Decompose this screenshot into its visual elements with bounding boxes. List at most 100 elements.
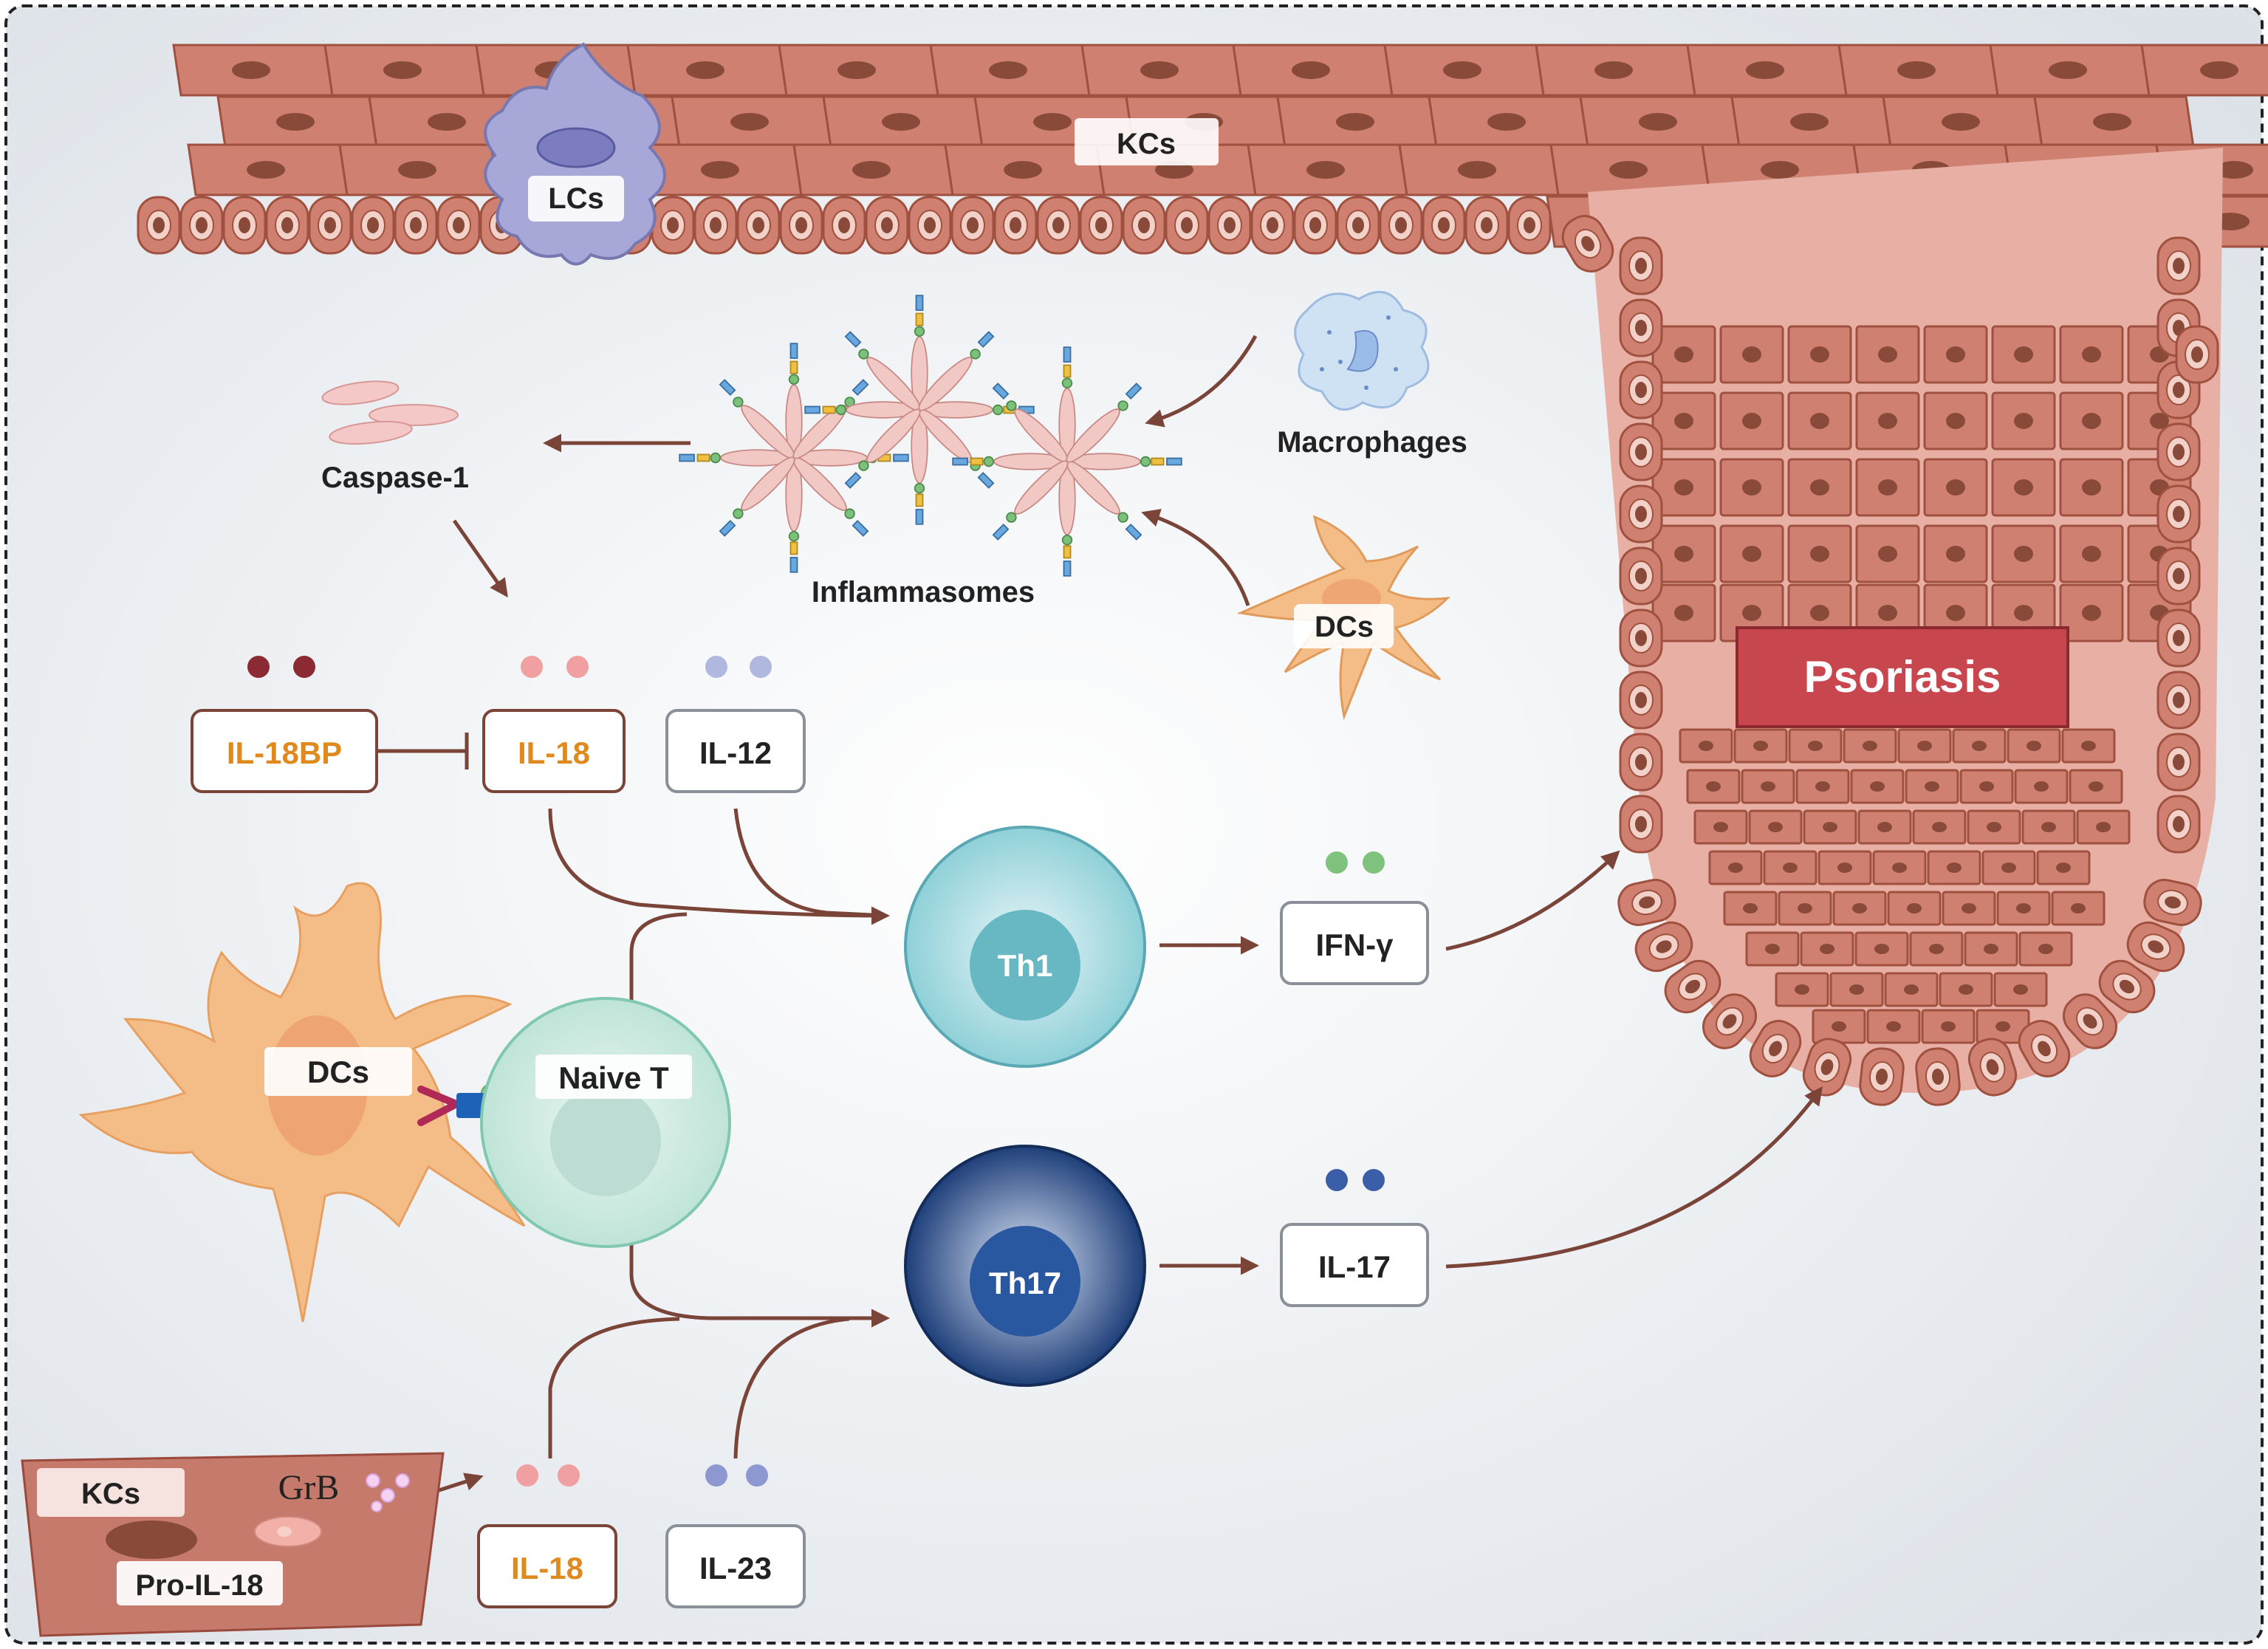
keratinocyte-cell (822, 95, 984, 148)
keratinocyte-cell (1855, 391, 1920, 450)
keratinocyte-cell (1679, 728, 1733, 764)
keratinocyte-cell (1719, 458, 1784, 517)
keratinocyte-cell (1921, 1009, 1976, 1044)
keratinocyte-cell (1398, 143, 1560, 196)
il17-box: IL-17 (1280, 1223, 1429, 1307)
keratinocyte-cell (1991, 524, 2056, 583)
arrow-il18b-to-th17 (548, 1317, 680, 1458)
keratinocyte-cell (351, 196, 395, 255)
keratinocyte-cell (1967, 809, 2021, 845)
keratinocyte-cell (1507, 196, 1552, 255)
th1-label: Th1 (998, 948, 1053, 983)
keratinocyte-cell (778, 44, 939, 97)
keratinocyte-cell (2069, 769, 2123, 804)
keratinocyte-cell (1912, 809, 1967, 845)
kcs-top-label: KCs (1117, 128, 1176, 160)
branch-naive-to-th17 (629, 1233, 890, 1328)
keratinocyte-cell (908, 196, 952, 255)
keratinocyte-cell (1854, 931, 1909, 967)
psoriasis-lesion (1555, 148, 2223, 1108)
keratinocyte-cell (1207, 196, 1252, 255)
ifng-box: IFN-γ (1280, 901, 1429, 985)
keratinocyte-cell (2175, 325, 2219, 384)
keratinocyte-cell (693, 196, 738, 255)
keratinocyte-cell (1959, 769, 2014, 804)
grb-granules (366, 1473, 410, 1512)
keratinocyte-cell (1952, 728, 2007, 764)
naive-t-cell: Naive T (480, 997, 731, 1248)
il17-label: IL-17 (1318, 1249, 1391, 1284)
keratinocyte-cell (2059, 391, 2124, 450)
keratinocyte-cell (1763, 850, 1818, 885)
keratinocyte-cell (1535, 44, 1696, 97)
keratinocyte-cell (779, 196, 823, 255)
keratinocyte-cell (1991, 391, 2056, 450)
keratinocyte-cell (1778, 891, 1832, 926)
il23-box: IL-23 (665, 1524, 806, 1608)
keratinocyte-cell (1913, 1045, 1963, 1108)
keratinocyte-cell (1884, 972, 1939, 1007)
keratinocyte-cell (1993, 972, 2048, 1007)
keratinocyte-cell (950, 196, 995, 255)
keratinocyte-cell (1250, 196, 1295, 255)
psoriasis-box: Psoriasis (1736, 626, 2069, 728)
keratinocyte-cell (1818, 850, 1872, 885)
keratinocyte-cell (736, 196, 781, 255)
keratinocyte-cell (1733, 728, 1788, 764)
arrow-il23-to-th17 (733, 1317, 850, 1459)
keratinocyte-cell (671, 95, 832, 148)
keratinocyte-cell (1991, 325, 2056, 384)
keratinocyte-cell (187, 143, 349, 196)
keratinocyte-cell (2021, 809, 2076, 845)
keratinocyte-cell (1619, 422, 1663, 481)
keratinocyte-cell (1787, 391, 1852, 450)
keratinocyte-cell (1857, 1045, 1907, 1108)
pro-il18-label: Pro-IL-18 (135, 1569, 263, 1602)
keratinocyte-cell (1619, 360, 1663, 419)
keratinocyte-cell (1036, 196, 1080, 255)
keratinocyte-cell (993, 196, 1038, 255)
keratinocyte-cell (222, 196, 267, 255)
keratinocyte-cell (2059, 325, 2124, 384)
keratinocyte-cell (792, 143, 954, 196)
arrow-caspase-to-il18 (452, 519, 508, 598)
keratinocyte-cell (179, 196, 224, 255)
keratinocyte-cell (1939, 972, 1993, 1007)
keratinocyte-cell (1787, 458, 1852, 517)
keratinocyte-cell (1719, 325, 1784, 384)
keratinocyte-cell (1619, 546, 1663, 606)
il18-bottom-label: IL-18 (511, 1551, 583, 1585)
keratinocyte-cell (1775, 972, 1829, 1007)
keratinocyte-cell (1719, 524, 1784, 583)
keratinocyte-cell (1855, 524, 1920, 583)
keratinocyte-cell (1383, 44, 1545, 97)
il12-box: IL-12 (665, 709, 806, 793)
keratinocyte-cell (1745, 931, 1800, 967)
keratinocyte-cell (1165, 196, 1209, 255)
keratinocyte-cell (1464, 196, 1509, 255)
dc-small-icon (1236, 515, 1451, 721)
il23-label: IL-23 (699, 1551, 772, 1585)
keratinocyte-cell (1730, 95, 1892, 148)
keratinocyte-cell (626, 44, 788, 97)
keratinocyte-cell (2156, 671, 2201, 730)
kcs-bottom-label: KCs (81, 1478, 140, 1510)
keratinocyte-cell (1843, 728, 1897, 764)
keratinocyte-cell (1866, 1009, 1921, 1044)
keratinocyte-cell (265, 196, 309, 255)
il18bp-label: IL-18BP (227, 736, 342, 770)
keratinocyte-cell (1887, 891, 1942, 926)
dcs-large-label: DCs (307, 1055, 369, 1089)
lcs-label: LCs (548, 182, 604, 215)
keratinocyte-cell (1276, 95, 1438, 148)
keratinocyte-cell (1741, 769, 1795, 804)
keratinocyte-cell (2018, 931, 2073, 967)
keratinocyte-cell (1803, 809, 1857, 845)
keratinocyte-cell (1923, 458, 1988, 517)
keratinocyte-cell (1686, 44, 1848, 97)
keratinocyte-cell (2051, 891, 2106, 926)
keratinocyte-cell (651, 196, 695, 255)
keratinocyte-cell (1787, 325, 1852, 384)
macrophages-label: Macrophages (1277, 426, 1467, 459)
